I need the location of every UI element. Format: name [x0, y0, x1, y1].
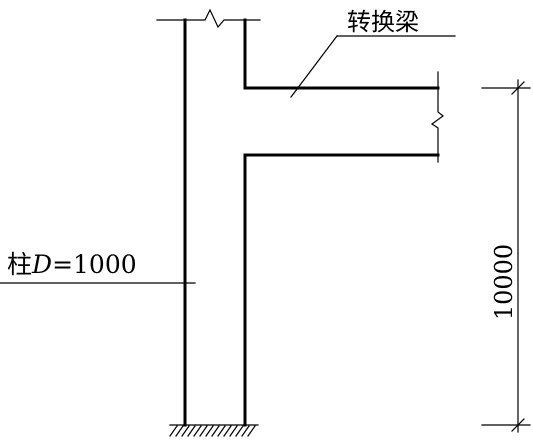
column-label-prefix: 柱	[7, 250, 32, 279]
ground-hatch-mark	[247, 425, 256, 437]
ground-hatch-mark	[193, 425, 202, 437]
ground-hatch-mark	[223, 425, 232, 437]
ground-hatch-mark	[199, 425, 208, 437]
ground-hatch-mark	[181, 425, 190, 437]
beam-label: 转换梁	[347, 8, 419, 36]
ground-hatch-mark	[229, 425, 238, 437]
beam-leader-diagonal	[290, 35, 338, 98]
ground-hatch-mark	[211, 425, 220, 437]
ground-hatch-mark	[169, 425, 178, 437]
ground-hatch-mark	[187, 425, 196, 437]
dimension-label: 10000	[490, 244, 518, 320]
ground-hatch-mark	[175, 425, 184, 437]
column-label-value: =1000	[52, 250, 137, 279]
beam-end-break-line	[430, 71, 444, 163]
dimension-tick-top	[511, 81, 525, 95]
ground-hatch-mark	[217, 425, 226, 437]
dimension-tick-bottom	[511, 418, 525, 432]
top-break-line	[156, 8, 261, 29]
column-label: 柱D=1000	[7, 250, 137, 279]
ground-hatch-mark	[235, 425, 244, 437]
ground-hatch-mark	[241, 425, 250, 437]
ground-hatch	[169, 425, 256, 437]
ground-hatch-mark	[205, 425, 214, 437]
column-label-symbol: D	[31, 250, 52, 279]
